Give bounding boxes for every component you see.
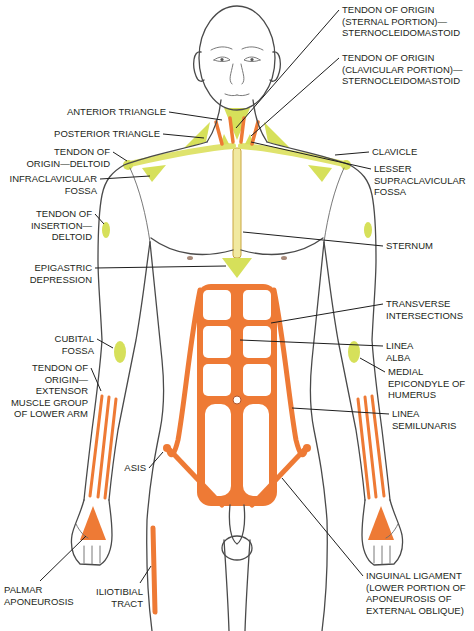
leader-lines [40,10,389,583]
genital [222,536,252,560]
callout-label: TRANSVERSE INTERSECTIONS [386,298,472,321]
epigastric-depression [222,258,252,278]
leader-line [240,340,383,346]
leader-line [163,134,204,138]
label-slot: ILIOTIBIAL TRACT [83,586,143,609]
leader-line [169,112,222,120]
head [199,6,275,110]
leader-line [292,408,389,414]
label-slot: TRANSVERSE INTERSECTIONS [386,298,472,321]
callout-label: ILIOTIBIAL TRACT [83,586,143,609]
label-slot: TENDON OF INSERTION—DELTOID [20,208,92,243]
label-slot: ASIS [106,462,146,474]
callout-label: INGUINAL LIGAMENT (LOWER PORTION OF APON… [366,570,468,616]
anterior-triangle [224,108,250,140]
label-slot: CLAVICLE [372,146,462,158]
callout-label: STERNUM [386,240,466,252]
rectus-belly [203,290,231,320]
leader-line [140,566,151,583]
callout-label: TENDON OF ORIGIN (STERNAL PORTION)—STERN… [342,4,470,39]
sternum-band [233,148,241,258]
label-slot: TENDON OF ORIGIN (CLAVICULAR PORTION)—ST… [342,52,470,87]
callout-label: TENDON OF INSERTION—DELTOID [20,208,92,243]
leader-line [95,214,104,224]
label-slot: TENDON OF ORIGIN (STERNAL PORTION)—STERN… [342,4,470,39]
rectus-belly [203,364,231,396]
leader-line [149,452,163,468]
figure-right-half [237,47,403,631]
callout-label: TENDON OF ORIGIN—DELTOID [18,146,110,169]
callout-label: TENDON OF ORIGIN—EXTENSOR MUSCLE GROUP O… [4,362,88,420]
rectus-belly [243,290,271,320]
leader-line [251,58,339,136]
rectus-belly [243,404,269,496]
leader-line [271,304,383,323]
callout-label: INFRACLAVICULAR FOSSA [1,173,97,196]
callout-label: ASIS [106,462,146,474]
leader-line [251,142,371,169]
callout-label: CUBITAL FOSSA [34,333,94,356]
callout-label: EPIGASTRIC DEPRESSION [20,262,92,285]
label-slot: TENDON OF ORIGIN—EXTENSOR MUSCLE GROUP O… [4,362,88,420]
leader-line [335,152,369,155]
navel [233,396,241,404]
callout-label: PALMAR APONEUROSIS [4,584,84,607]
leader-line [236,10,339,128]
leader-line [97,339,113,348]
iliotibial-band [153,528,155,612]
leader-line [40,536,86,581]
leader-line [243,232,383,246]
rectus-bellies [203,290,271,496]
label-slot: INGUINAL LIGAMENT (LOWER PORTION OF APON… [366,570,468,616]
label-slot: CUBITAL FOSSA [34,333,94,356]
label-slot: TENDON OF ORIGIN—DELTOID [18,146,110,169]
label-slot: LINEA SEMILUNARIS [392,408,470,431]
callout-label: LINEA SEMILUNARIS [392,408,470,431]
label-slot: LESSER SUPRACLAVICULAR FOSSA [374,163,472,198]
label-slot: MEDIAL EPICONDYLE OF HUMERUS [388,366,468,401]
callout-label: ANTERIOR TRIANGLE [46,106,166,118]
leader-line [91,368,101,391]
label-slot: INFRACLAVICULAR FOSSA [1,173,97,196]
leader-line [360,358,385,372]
label-slot: STERNUM [386,240,466,252]
callout-label: CLAVICLE [372,146,462,158]
label-slot: ANTERIOR TRIANGLE [46,106,166,118]
rectus-belly [203,326,231,358]
leader-line [95,266,226,268]
label-slot: POSTERIOR TRIANGLE [40,128,160,140]
callout-label: LINEA ALBA [386,340,431,363]
leader-line [282,478,363,576]
callout-label: TENDON OF ORIGIN (CLAVICULAR PORTION)—ST… [342,52,470,87]
label-slot: EPIGASTRIC DEPRESSION [20,262,92,285]
leader-line [100,176,150,179]
genital [229,505,244,544]
leader-line [113,152,127,161]
rectus-belly [205,404,231,496]
callout-label: LESSER SUPRACLAVICULAR FOSSA [374,163,472,198]
rectus-belly [243,364,271,396]
callout-label: POSTERIOR TRIANGLE [40,128,160,140]
rectus-belly [243,326,271,358]
callout-label: MEDIAL EPICONDYLE OF HUMERUS [388,366,468,401]
rectus-sheath [197,284,277,506]
label-slot: LINEA ALBA [386,340,431,363]
label-slot: PALMAR APONEUROSIS [4,584,84,607]
